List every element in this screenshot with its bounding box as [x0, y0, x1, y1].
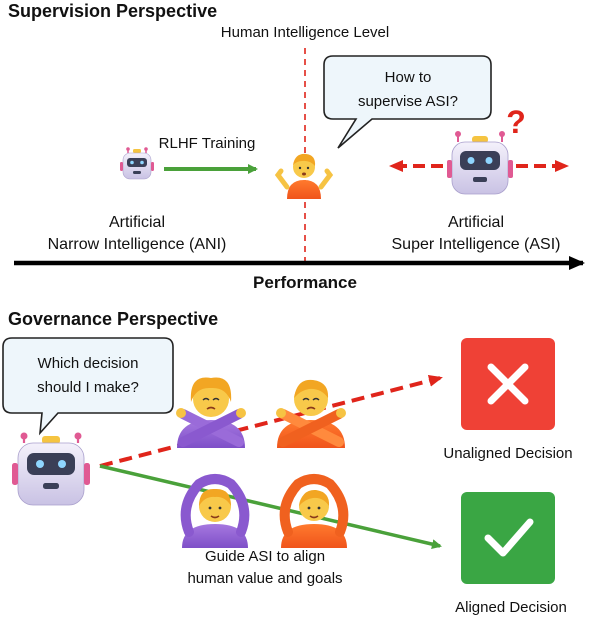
- person-ok-icon: [180, 474, 250, 548]
- asi-label-line1: Artificial: [448, 214, 504, 231]
- robot-large-icon: [447, 131, 513, 195]
- unaligned-arrow: [99, 374, 443, 468]
- person-shrug-icon: [274, 153, 334, 199]
- governance-title: Governance Perspective: [8, 309, 218, 329]
- robot-large-icon: [12, 432, 90, 506]
- question-mark: ?: [506, 104, 526, 140]
- asi-label-line2: Super Intelligence (ASI): [392, 236, 561, 253]
- governance-bubble-line2: should I make?: [37, 379, 139, 396]
- ani-label-line2: Narrow Intelligence (ANI): [48, 236, 227, 253]
- check-icon: [484, 518, 534, 557]
- person-cross-icon: [276, 379, 346, 448]
- human-level-label: Human Intelligence Level: [221, 24, 389, 41]
- supervision-bubble-line1: How to: [385, 69, 432, 86]
- person-cross-icon: [176, 377, 246, 448]
- supervision-title: Supervision Perspective: [8, 1, 217, 21]
- ani-label-line1: Artificial: [109, 214, 165, 231]
- unaligned-label: Unaligned Decision: [443, 445, 572, 462]
- supervision-speech-bubble: How to supervise ASI?: [323, 55, 492, 149]
- governance-bubble-line1: Which decision: [38, 355, 139, 372]
- supervision-bubble-line2: supervise ASI?: [358, 93, 458, 110]
- aligned-decision-box: [461, 492, 555, 584]
- guide-line1: Guide ASI to align: [205, 548, 325, 565]
- robot-small-icon: [120, 147, 154, 180]
- aligned-arrow: [99, 464, 442, 550]
- aligned-label: Aligned Decision: [455, 599, 567, 616]
- unaligned-decision-box: [461, 338, 555, 430]
- x-icon: [487, 363, 529, 405]
- governance-speech-bubble: Which decision should I make?: [2, 337, 174, 436]
- guide-line2: human value and goals: [187, 570, 342, 587]
- rlhf-label: RLHF Training: [159, 135, 256, 152]
- person-ok-icon: [279, 474, 349, 548]
- performance-label: Performance: [253, 273, 357, 292]
